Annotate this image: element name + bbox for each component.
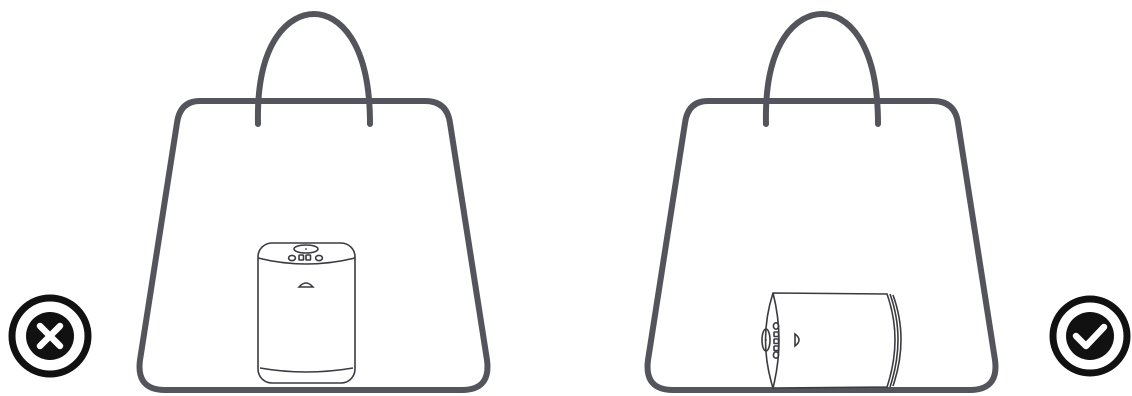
panel-incorrect [12,14,487,390]
speaker-device-lying [762,293,901,388]
checkmark-in-circle-icon [1053,299,1127,373]
speaker-device-upright [258,243,355,383]
cross-in-circle-icon [12,298,88,374]
panel-correct [648,14,1127,390]
